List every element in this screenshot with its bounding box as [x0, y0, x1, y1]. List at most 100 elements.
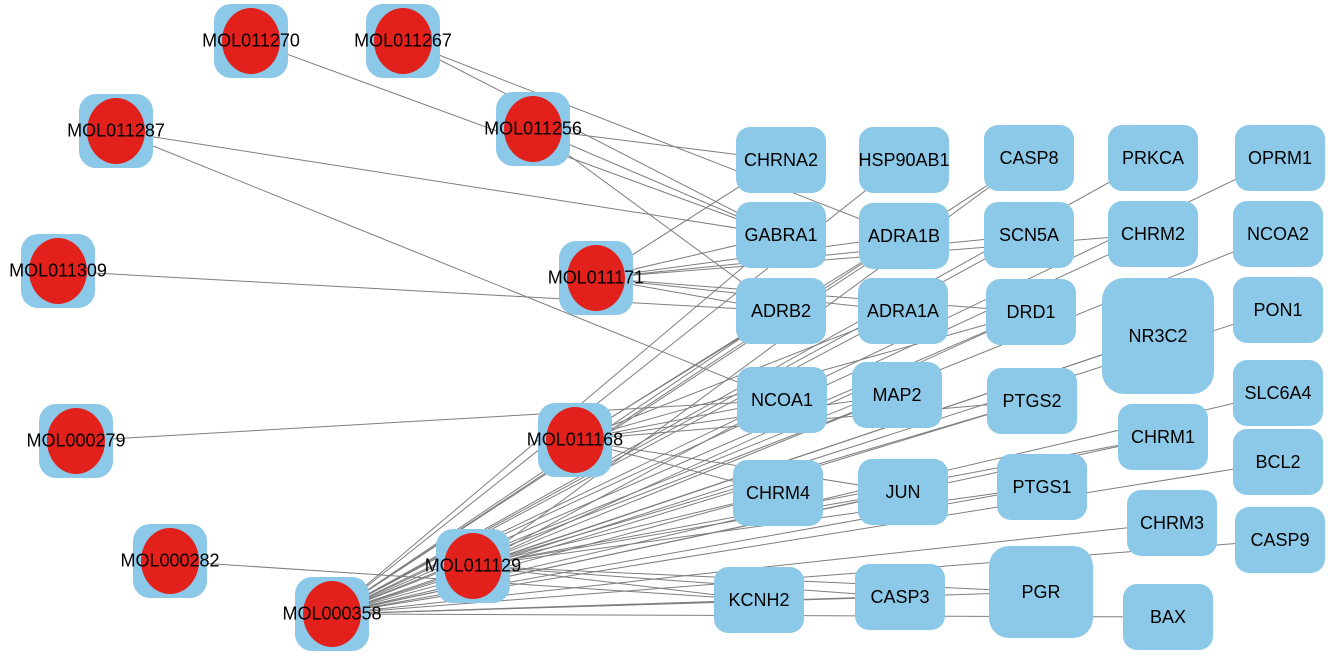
molecule-circle-icon [374, 8, 432, 74]
target-label: SCN5A [998, 224, 1060, 245]
target-label: CHRM4 [745, 482, 810, 503]
edge-MOL011287-NCOA1 [115, 130, 783, 401]
target-node-PON1[interactable]: PON1 [1233, 277, 1323, 343]
target-node-GABRA1[interactable]: GABRA1 [736, 202, 826, 268]
target-label: JUN [885, 481, 921, 502]
target-node-CHRM1[interactable]: CHRM1 [1118, 404, 1208, 470]
molecule-node-MOL000279[interactable]: MOL000279 [26, 404, 126, 478]
edge-MOL011129-NCOA1 [472, 399, 783, 567]
molecule-circle-icon [222, 8, 280, 74]
target-node-DRD1[interactable]: DRD1 [986, 279, 1076, 345]
edge-MOL000358-CHRM4 [331, 492, 779, 615]
molecule-label: MOL011267 [354, 30, 452, 51]
molecule-label: MOL011168 [526, 429, 624, 450]
target-node-SCN5A[interactable]: SCN5A [984, 202, 1074, 268]
target-label: CASP9 [1250, 529, 1310, 550]
molecule-label: MOL011129 [424, 555, 522, 576]
target-label: ADRB2 [750, 300, 812, 321]
target-node-ADRA1A[interactable]: ADRA1A [858, 278, 948, 344]
molecule-circle-icon [444, 533, 502, 599]
target-label: DRD1 [1006, 301, 1056, 322]
target-label: CASP8 [999, 147, 1059, 168]
molecule-node-MOL011168[interactable]: MOL011168 [527, 403, 623, 477]
target-node-PGR[interactable]: PGR [989, 546, 1093, 638]
target-label: CHRM1 [1130, 426, 1195, 447]
edge-MOL011129-MAP2 [472, 394, 898, 567]
molecule-label: MOL000279 [26, 430, 126, 451]
molecule-node-MOL011267[interactable]: MOL011267 [354, 4, 452, 78]
target-label: NCOA2 [1246, 223, 1309, 244]
target-node-NCOA1[interactable]: NCOA1 [737, 367, 827, 433]
edge-MOL011129-CHRM4 [472, 492, 779, 567]
molecule-circle-icon [29, 238, 87, 304]
target-node-CASP8[interactable]: CASP8 [984, 125, 1074, 191]
target-node-JUN[interactable]: JUN [858, 459, 948, 525]
edge-MOL011129-JUN [472, 491, 904, 567]
target-node-BCL2[interactable]: BCL2 [1233, 429, 1323, 495]
target-label: CASP3 [870, 586, 930, 607]
target-node-BAX[interactable]: BAX [1123, 584, 1213, 650]
edge-MOL011267-ADRA1B [402, 40, 905, 237]
molecule-label: MOL011287 [67, 120, 165, 141]
target-label: CHRM2 [1120, 223, 1185, 244]
molecule-circle-icon [47, 408, 105, 474]
target-node-MAP2[interactable]: MAP2 [852, 362, 942, 428]
molecule-node-MOL011287[interactable]: MOL011287 [67, 94, 165, 168]
target-label: PRKCA [1121, 147, 1184, 168]
molecule-node-MOL011270[interactable]: MOL011270 [202, 4, 300, 78]
target-label: BCL2 [1255, 451, 1301, 472]
molecule-label: MOL000358 [282, 603, 382, 624]
target-label: GABRA1 [744, 224, 818, 245]
molecule-node-MOL000358[interactable]: MOL000358 [282, 577, 382, 651]
molecule-node-MOL011129[interactable]: MOL011129 [425, 529, 521, 603]
edge-MOL011287-GABRA1 [115, 130, 782, 236]
target-node-ADRB2[interactable]: ADRB2 [736, 278, 826, 344]
target-node-HSP90AB1[interactable]: HSP90AB1 [858, 127, 950, 193]
target-node-CASP3[interactable]: CASP3 [855, 564, 945, 630]
target-node-CHRNA2[interactable]: CHRNA2 [736, 127, 826, 193]
molecule-circle-icon [504, 96, 562, 162]
molecule-label: MOL000282 [120, 550, 220, 571]
target-label: KCNH2 [728, 589, 790, 610]
target-node-NR3C2[interactable]: NR3C2 [1102, 278, 1214, 394]
molecule-node-MOL000282[interactable]: MOL000282 [120, 524, 220, 598]
target-label: OPRM1 [1247, 147, 1312, 168]
target-label: PGR [1021, 581, 1061, 602]
target-node-OPRM1[interactable]: OPRM1 [1235, 125, 1325, 191]
target-label: NCOA1 [750, 389, 813, 410]
target-node-PTGS1[interactable]: PTGS1 [997, 454, 1087, 520]
target-label: CHRM3 [1139, 512, 1204, 533]
edge-MOL000279-NCOA1 [75, 399, 783, 442]
target-node-KCNH2[interactable]: KCNH2 [714, 567, 804, 633]
molecule-node-MOL011309[interactable]: MOL011309 [9, 234, 107, 308]
target-label: ADRA1A [866, 300, 940, 321]
molecule-circle-icon [141, 528, 199, 594]
edge-MOL011129-CASP3 [472, 565, 901, 598]
target-label: PON1 [1253, 299, 1303, 320]
target-node-ADRA1B[interactable]: ADRA1B [859, 203, 949, 269]
molecule-circle-icon [87, 98, 145, 164]
target-node-CHRM3[interactable]: CHRM3 [1127, 490, 1217, 556]
target-node-CHRM4[interactable]: CHRM4 [733, 460, 823, 526]
target-label: SLC6A4 [1244, 382, 1312, 403]
edge-MOL011168-MAP2 [574, 394, 898, 441]
edge-MOL000358-KCNH2 [331, 599, 760, 615]
target-node-NCOA2[interactable]: NCOA2 [1233, 201, 1323, 267]
target-node-PRKCA[interactable]: PRKCA [1108, 125, 1198, 191]
edge-MOL000358-ADRA1A [331, 310, 904, 615]
target-node-PTGS2[interactable]: PTGS2 [987, 368, 1077, 434]
molecule-node-MOL011171[interactable]: MOL011171 [548, 241, 644, 315]
target-label: PTGS2 [1002, 390, 1062, 411]
molecule-label: MOL011171 [547, 267, 645, 288]
target-label: MAP2 [872, 384, 922, 405]
molecule-node-MOL011256[interactable]: MOL011256 [484, 92, 582, 166]
target-node-CASP9[interactable]: CASP9 [1235, 507, 1325, 573]
target-node-CHRM2[interactable]: CHRM2 [1108, 201, 1198, 267]
molecule-label: MOL011270 [202, 30, 300, 51]
target-node-SLC6A4[interactable]: SLC6A4 [1233, 360, 1323, 426]
target-label: HSP90AB1 [858, 149, 950, 170]
molecule-circle-icon [567, 245, 625, 311]
molecule-circle-icon [546, 407, 604, 473]
target-label: NR3C2 [1128, 325, 1188, 346]
